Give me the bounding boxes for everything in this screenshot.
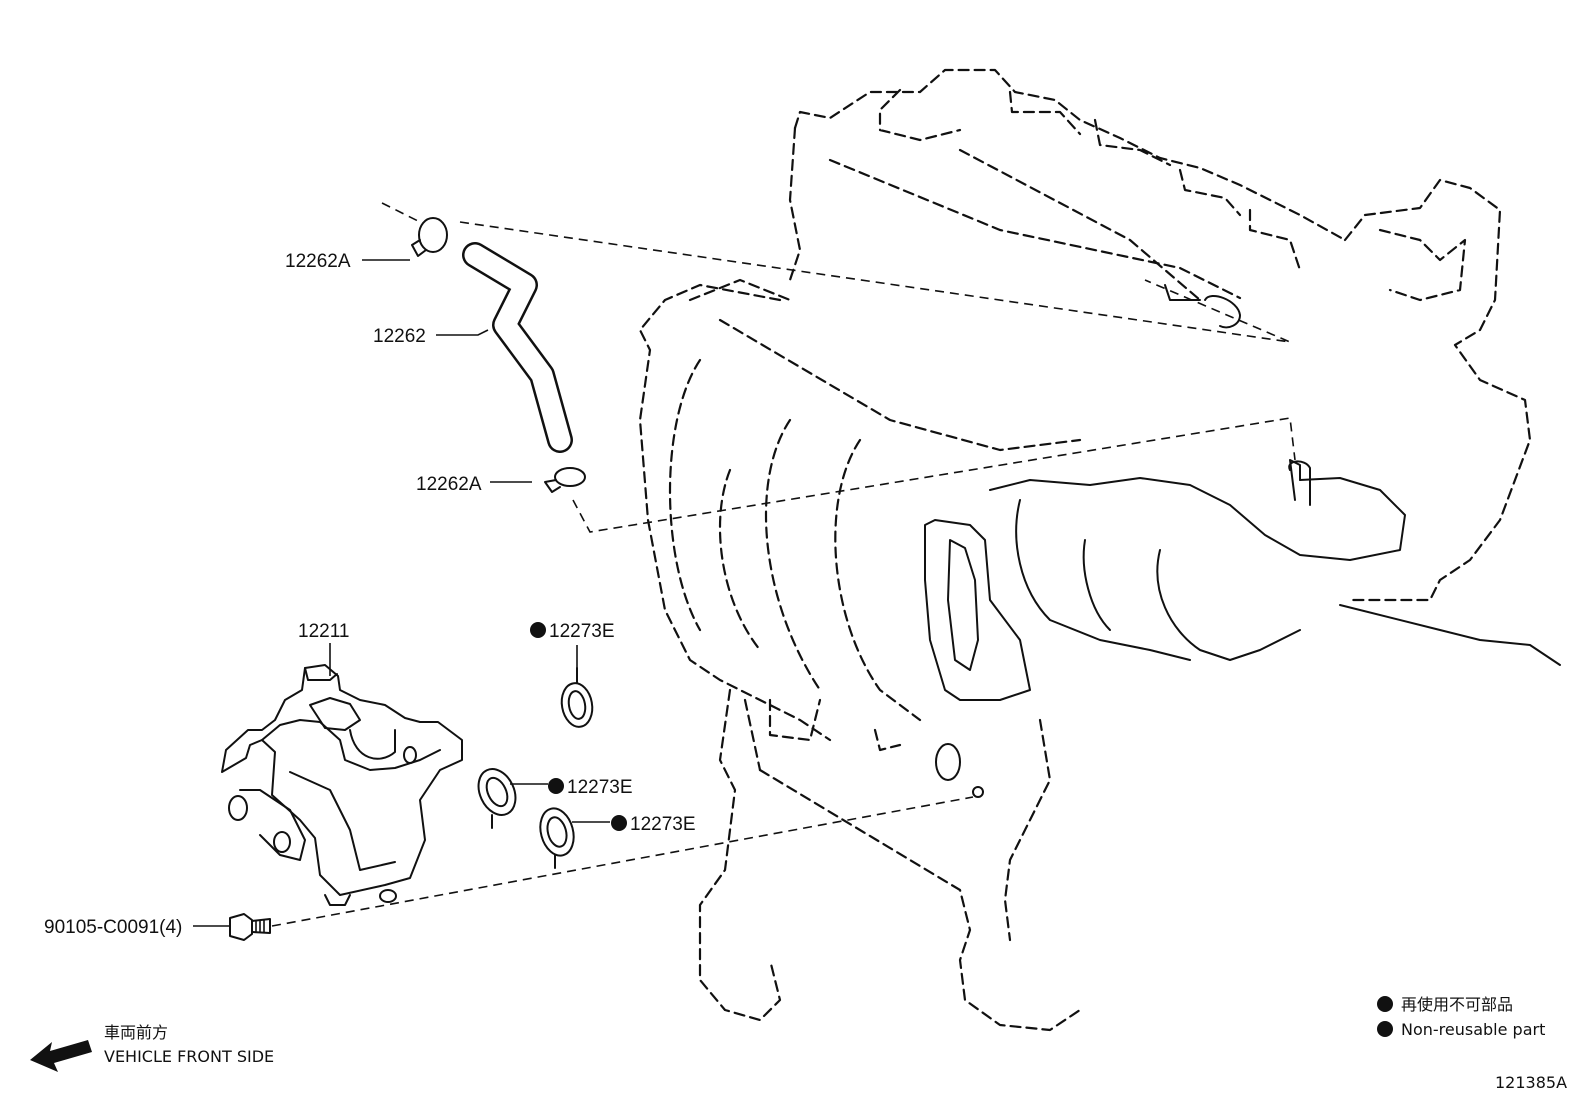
- direction-jp: 車両前方: [104, 1023, 168, 1042]
- callout-clip-upper: 12262A: [285, 251, 351, 272]
- bolt: [229, 913, 271, 941]
- filled-circle-icon: [1377, 996, 1393, 1012]
- callout-gasket-top: 12273E: [549, 621, 615, 642]
- legend: 再使用不可部品 Non-reusable part: [1377, 995, 1545, 1039]
- filled-circle-icon: [1377, 1021, 1393, 1037]
- oil-separator-assembly: [221, 664, 463, 906]
- callout-clip-lower: 12262A: [416, 474, 482, 495]
- direction-en: VEHICLE FRONT SIDE: [104, 1047, 274, 1066]
- legend-jp: 再使用不可部品: [1401, 995, 1513, 1014]
- callout-hose: 12262: [373, 326, 426, 347]
- installation-guides: [271, 202, 1296, 927]
- filled-circle-icon: [530, 622, 546, 638]
- vacuum-hose: [462, 242, 573, 453]
- callout-separator: 12211: [298, 621, 349, 642]
- gasket-low: [539, 807, 575, 869]
- callout-gasket-mid: 12273E: [567, 777, 633, 798]
- callout-bolt: 90105-C0091(4): [44, 917, 182, 938]
- arrow-left-icon: [30, 1040, 92, 1072]
- filled-circle-icon: [611, 815, 627, 831]
- gasket-mid: [477, 768, 517, 829]
- gasket-top: [560, 667, 594, 728]
- filled-circle-icon: [548, 778, 564, 794]
- front-direction: 車両前方 VEHICLE FRONT SIDE: [30, 1023, 274, 1072]
- hose-clip-upper: [411, 217, 448, 257]
- legend-en: Non-reusable part: [1401, 1020, 1545, 1039]
- leader-lines: [193, 259, 610, 927]
- callout-labels: 12262A 12262 12262A 12211 12273E 12273E …: [44, 251, 696, 938]
- figure-id: 121385A: [1495, 1073, 1567, 1092]
- engine-outline: [638, 68, 1561, 1032]
- callout-gasket-low: 12273E: [630, 814, 696, 835]
- hose-clip-lower: [544, 467, 586, 493]
